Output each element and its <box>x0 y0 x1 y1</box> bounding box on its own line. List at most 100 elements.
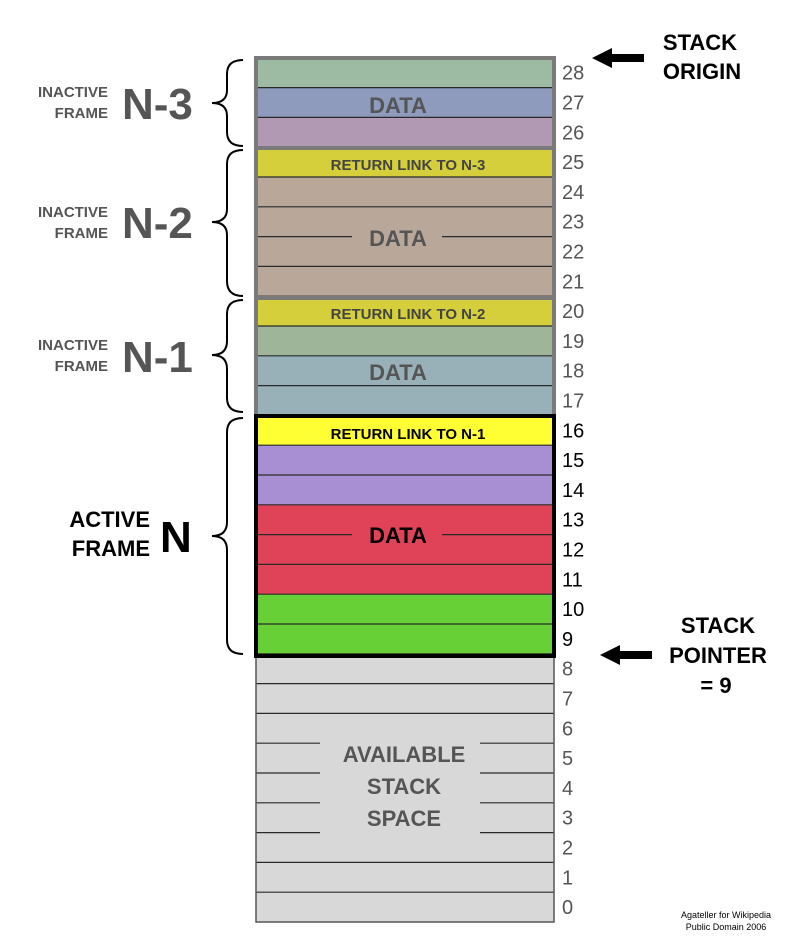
stack-cell-26 <box>256 117 554 148</box>
frame-n-small-label-line2: FRAME <box>72 536 150 561</box>
stack-pointer-line3: = 9 <box>700 673 731 698</box>
address-labels: 0123456789101112131415161718192021222324… <box>562 63 584 919</box>
credit: Agateller for Wikipedia Public Domain 20… <box>681 910 771 932</box>
stack-cell-9 <box>256 624 554 654</box>
address-label-2: 2 <box>562 838 573 860</box>
address-label-26: 26 <box>562 122 584 144</box>
frame-n2-data-label: DATA <box>369 226 427 251</box>
address-label-23: 23 <box>562 212 584 234</box>
stack-cell-0 <box>256 892 554 922</box>
stack-cell-21 <box>256 266 554 297</box>
frame-n3-small-label-line2: FRAME <box>55 105 108 122</box>
frame-n2-big-label: N-2 <box>122 199 193 248</box>
frame-n2-contents: RETURN LINK TO N-3 DATA <box>331 157 486 252</box>
stack-cell-28 <box>256 57 554 88</box>
stack-cell-11 <box>256 564 554 595</box>
address-label-20: 20 <box>562 301 584 323</box>
available-label-line1: AVAILABLE <box>343 742 466 767</box>
stack-cell-16 <box>256 415 554 446</box>
frame-n1-contents: RETURN LINK TO N-2 DATA <box>331 306 486 385</box>
stack-pointer-line1: STACK <box>681 613 755 638</box>
frame-n2-small-label-line1: INACTIVE <box>38 204 108 221</box>
frame-n-border <box>254 414 556 658</box>
address-label-4: 4 <box>562 778 573 800</box>
frame-n3-big-label: N-3 <box>122 80 193 129</box>
frame-n-small-label-line1: ACTIVE <box>69 507 150 532</box>
stack-pointer-callout: STACK POINTER = 9 <box>600 613 767 698</box>
stack-cell-17 <box>256 385 554 416</box>
frame-n2-label: INACTIVE FRAME N-2 <box>38 199 193 248</box>
frame-n-data-label-bg <box>352 521 442 549</box>
address-label-16: 16 <box>562 420 584 442</box>
stack-pointer-arrow-icon <box>600 645 652 665</box>
address-label-3: 3 <box>562 808 573 830</box>
address-label-18: 18 <box>562 361 584 383</box>
stack-cell-10 <box>256 594 554 624</box>
frame-n2-return-link: RETURN LINK TO N-3 <box>331 157 486 174</box>
address-label-12: 12 <box>562 540 584 562</box>
frame-n-brace <box>211 417 244 655</box>
stack-cell-27 <box>256 87 554 118</box>
available-label-line2: STACK <box>367 774 441 799</box>
address-label-9: 9 <box>562 629 573 651</box>
stack-origin-callout: STACK ORIGIN <box>592 30 741 84</box>
frame-n1-big-label: N-1 <box>122 333 193 382</box>
address-label-25: 25 <box>562 152 584 174</box>
frame-n-contents: RETURN LINK TO N-1 DATA <box>331 426 486 549</box>
frame-n2-brace <box>211 149 244 297</box>
frame-n-big-label: N <box>160 513 192 562</box>
frame-n1-return-link: RETURN LINK TO N-2 <box>331 306 486 323</box>
frame-n3-label: INACTIVE FRAME N-3 <box>38 80 193 129</box>
stack-cell-15 <box>256 445 554 475</box>
frame-n2-small-label-line2: FRAME <box>55 225 108 242</box>
available-space-contents: AVAILABLE STACK SPACE <box>320 737 480 837</box>
address-label-0: 0 <box>562 897 573 919</box>
available-label-bg <box>320 737 480 837</box>
stack-cell-2 <box>256 832 554 863</box>
address-label-17: 17 <box>562 391 584 413</box>
address-label-28: 28 <box>562 63 584 85</box>
frame-n3-data-label-group: DATA <box>369 93 427 118</box>
address-label-6: 6 <box>562 718 573 740</box>
credit-line2: Public Domain 2006 <box>686 922 767 932</box>
address-label-5: 5 <box>562 748 573 770</box>
address-label-7: 7 <box>562 689 573 711</box>
address-label-8: 8 <box>562 659 573 681</box>
stack-cell-1 <box>256 862 554 893</box>
frame-n3-data-label: DATA <box>369 93 427 118</box>
stack-cell-8 <box>256 653 554 684</box>
credit-line1: Agateller for Wikipedia <box>681 910 771 920</box>
frame-n3-brace <box>211 59 244 147</box>
address-label-21: 21 <box>562 271 584 293</box>
stack-origin-arrow-icon <box>592 48 644 68</box>
stack-cell-18 <box>256 355 554 386</box>
address-label-15: 15 <box>562 450 584 472</box>
frame-n1-small-label-line1: INACTIVE <box>38 337 108 354</box>
stack-cell-25 <box>256 147 554 177</box>
stack-cell-24 <box>256 177 554 207</box>
frame-n3-small-label-line1: INACTIVE <box>38 84 108 101</box>
address-label-22: 22 <box>562 242 584 264</box>
frame-n1-small-label-line2: FRAME <box>55 358 108 375</box>
address-label-11: 11 <box>562 569 583 591</box>
frame-n1-data-label: DATA <box>369 360 427 385</box>
memory-cells <box>256 57 554 922</box>
stack-origin-line1: STACK <box>663 30 737 55</box>
address-label-19: 19 <box>562 331 584 353</box>
available-label-line3: SPACE <box>367 806 441 831</box>
frame-n-data-label: DATA <box>369 523 427 548</box>
stack-pointer-line2: POINTER <box>669 643 767 668</box>
frame-n-return-link: RETURN LINK TO N-1 <box>331 426 486 443</box>
frame-n-label: ACTIVE FRAME N <box>69 507 191 562</box>
address-label-1: 1 <box>562 867 573 889</box>
address-label-24: 24 <box>562 182 584 204</box>
address-label-27: 27 <box>562 93 584 115</box>
stack-cell-19 <box>256 326 554 356</box>
stack-cell-20 <box>256 296 554 326</box>
stack-cell-7 <box>256 683 554 714</box>
frame-n1-label: INACTIVE FRAME N-1 <box>38 333 193 382</box>
frame-n2-data-label-bg <box>352 224 442 252</box>
address-label-13: 13 <box>562 510 584 532</box>
address-label-10: 10 <box>562 599 584 621</box>
